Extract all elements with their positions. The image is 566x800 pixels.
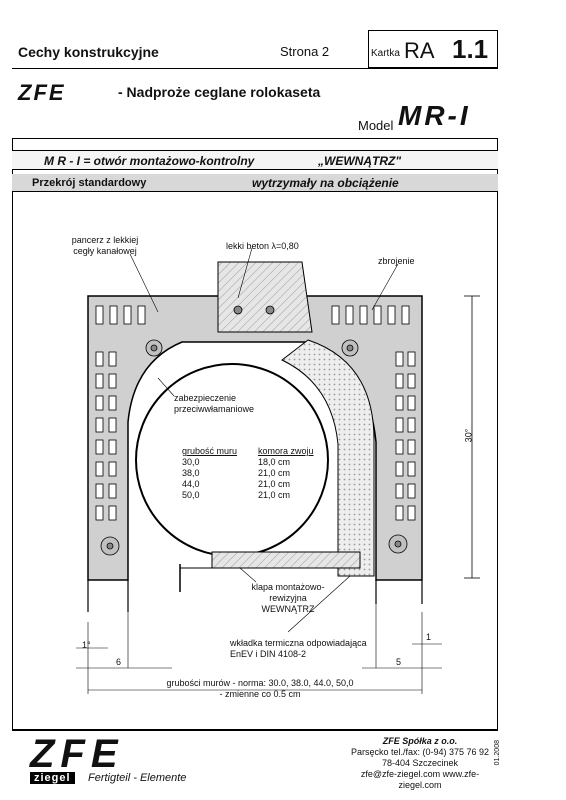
kartka-box — [368, 30, 498, 68]
model-value: MR-I — [398, 100, 471, 131]
spec-opening-type: M R - I = otwór montażowo-kontrolny — [44, 154, 255, 168]
spec-row-1 — [12, 150, 498, 170]
table-header: grubość muru komora zwoju — [182, 446, 314, 457]
date-code: 01.2008 — [494, 740, 501, 766]
product-name: - Nadproże ceglane rolokaseta — [118, 84, 321, 100]
spec-section: Przekrój standardowy — [32, 177, 147, 189]
dim-1-left: 1° — [82, 640, 91, 650]
cross-section-drawing — [76, 247, 480, 694]
footer-tagline: Fertigteil - Elemente — [88, 772, 187, 784]
spec-row-2 — [12, 174, 498, 192]
ziegel-logo: ziegel — [30, 772, 75, 784]
kartka-code: RA — [404, 38, 435, 63]
model-label: Model — [358, 118, 394, 133]
header-divider — [12, 68, 498, 69]
page-title: Cechy konstrukcyjne — [18, 44, 159, 60]
kartka-label: Kartka — [371, 48, 400, 59]
company-info: ZFE Spółka z o.o. Parsęcko tel./fax: (0-… — [350, 736, 490, 790]
reinforcement-bars — [100, 305, 408, 556]
brick-holes-left — [95, 305, 146, 521]
thermal-insert — [281, 339, 375, 577]
label-reinforcement: zbrojenie — [378, 256, 415, 266]
dim-5: 5 — [396, 657, 402, 667]
footer-divider — [12, 730, 498, 731]
lightweight-concrete — [217, 261, 313, 333]
zfe-logo: ZFE — [18, 80, 66, 105]
dim-6: 6 — [116, 657, 122, 667]
inspection-flap — [211, 551, 361, 569]
spec-strength: wytrzymały na obciążenie — [252, 176, 399, 190]
spec-opening-side: „WEWNĄTRZ" — [318, 154, 402, 168]
leader-lines — [129, 247, 399, 633]
drawing-frame — [12, 138, 498, 730]
dim-height-30: 30° — [463, 428, 474, 443]
zfe-footer-logo: ZFE — [30, 732, 124, 776]
table-header-chamber: komora zwoju — [258, 446, 314, 456]
dim-1-right: 1 — [426, 632, 432, 642]
kartka-number: 1.1 — [452, 34, 489, 64]
page-number: Strona 2 — [280, 44, 330, 59]
table-header-wall: grubość muru — [182, 446, 238, 456]
label-concrete: lekki beton λ=0,80 — [226, 241, 299, 251]
label-wall-thickness: grubości murów - norma: 30.0, 38.0, 44.0… — [166, 678, 354, 699]
brick-holes-right — [331, 305, 416, 521]
